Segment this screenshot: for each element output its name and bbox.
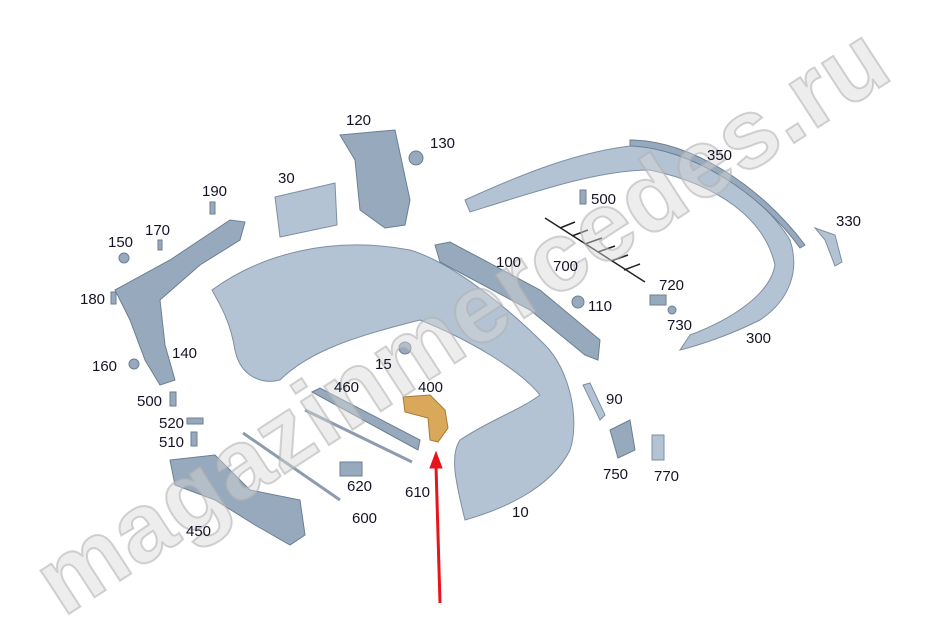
callout-330[interactable]: 330 <box>836 213 862 230</box>
part-700-sensor-strip <box>544 217 646 283</box>
callout-450[interactable]: 450 <box>186 523 212 540</box>
callout-720[interactable]: 720 <box>659 277 685 294</box>
callout-130[interactable]: 130 <box>430 135 456 152</box>
highlight-arrow <box>429 450 443 604</box>
part-100-bracket <box>434 241 601 361</box>
part-460-strip <box>310 387 421 451</box>
callout-150[interactable]: 150 <box>108 234 134 251</box>
callout-190[interactable]: 190 <box>202 183 228 200</box>
callout-350[interactable]: 350 <box>707 147 733 164</box>
part-350-trim-strip <box>629 139 806 249</box>
callout-500[interactable]: 500 <box>137 393 163 410</box>
part-620-clip <box>339 461 363 477</box>
callout-110[interactable]: 110 <box>588 298 612 315</box>
callout-520[interactable]: 520 <box>159 415 185 432</box>
part-450-bracket <box>169 454 306 546</box>
callout-120[interactable]: 120 <box>346 112 372 129</box>
part-140-bracket <box>114 219 246 386</box>
part-400-bracket <box>402 394 449 443</box>
fasteners <box>110 189 677 447</box>
part-120-bracket <box>339 129 411 229</box>
callout-500[interactable]: 500 <box>591 191 617 208</box>
part-10-bumper <box>211 244 575 521</box>
callout-460[interactable]: 460 <box>334 379 360 396</box>
part-770-block <box>651 434 665 461</box>
callout-300[interactable]: 300 <box>746 330 772 347</box>
callout-100[interactable]: 100 <box>496 254 522 271</box>
callout-10[interactable]: 10 <box>512 504 529 521</box>
callout-170[interactable]: 170 <box>145 222 171 239</box>
callout-140[interactable]: 140 <box>172 345 198 362</box>
part-330-reflector <box>813 226 843 267</box>
callout-770[interactable]: 770 <box>654 468 680 485</box>
part-610-rod <box>304 408 413 464</box>
part-90-trim <box>582 382 606 421</box>
callout-730[interactable]: 730 <box>667 317 693 334</box>
callout-620[interactable]: 620 <box>347 478 373 495</box>
part-30-cover <box>274 182 338 238</box>
part-130-grommet <box>408 150 424 166</box>
part-750-bracket <box>609 419 636 459</box>
callout-400[interactable]: 400 <box>418 379 444 396</box>
callout-90[interactable]: 90 <box>606 391 623 408</box>
callout-700[interactable]: 700 <box>553 258 579 275</box>
callout-160[interactable]: 160 <box>92 358 118 375</box>
callout-750[interactable]: 750 <box>603 466 629 483</box>
callout-610[interactable]: 610 <box>405 484 431 501</box>
part-600-rod <box>242 431 341 502</box>
callout-180[interactable]: 180 <box>80 291 106 308</box>
callout-600[interactable]: 600 <box>352 510 378 527</box>
callout-30[interactable]: 30 <box>278 170 295 187</box>
callout-510[interactable]: 510 <box>159 434 185 451</box>
callout-15[interactable]: 15 <box>375 356 392 373</box>
